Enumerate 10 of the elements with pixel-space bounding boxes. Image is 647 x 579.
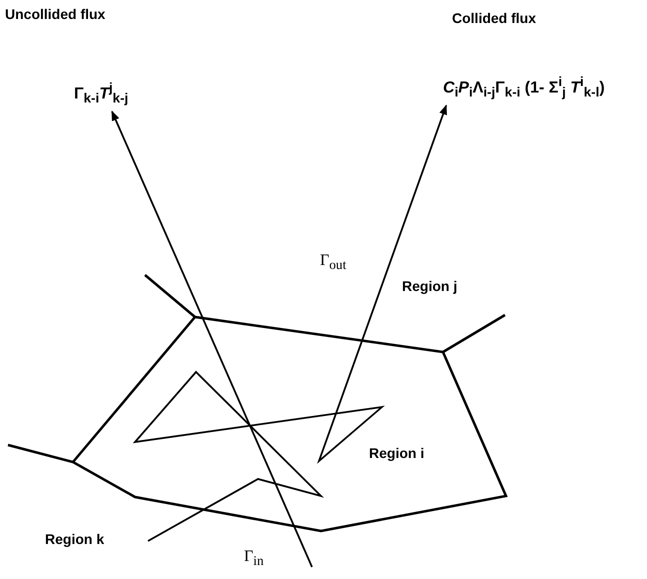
region-label: Region k <box>45 531 104 547</box>
heading-label: Uncollided flux <box>5 6 106 22</box>
region-label: Region i <box>369 445 424 461</box>
heading-label: Collided flux <box>452 10 536 26</box>
flux-symbol: Γ$_{in}$ <box>244 548 264 570</box>
flux-path-arrow <box>132 104 448 542</box>
flux-path-arrow <box>111 110 313 568</box>
region-label: Region j <box>402 278 458 294</box>
flux-symbol: Γ$_{out}$ <box>320 252 346 274</box>
formula-label: C$_{i}$P$_{i}$Λ$_{i-j}$Γ$_{k-i}$ (1- Σ$^{i}$$_{j}$ T$^{i}$$_{k-l}$) <box>443 74 605 100</box>
